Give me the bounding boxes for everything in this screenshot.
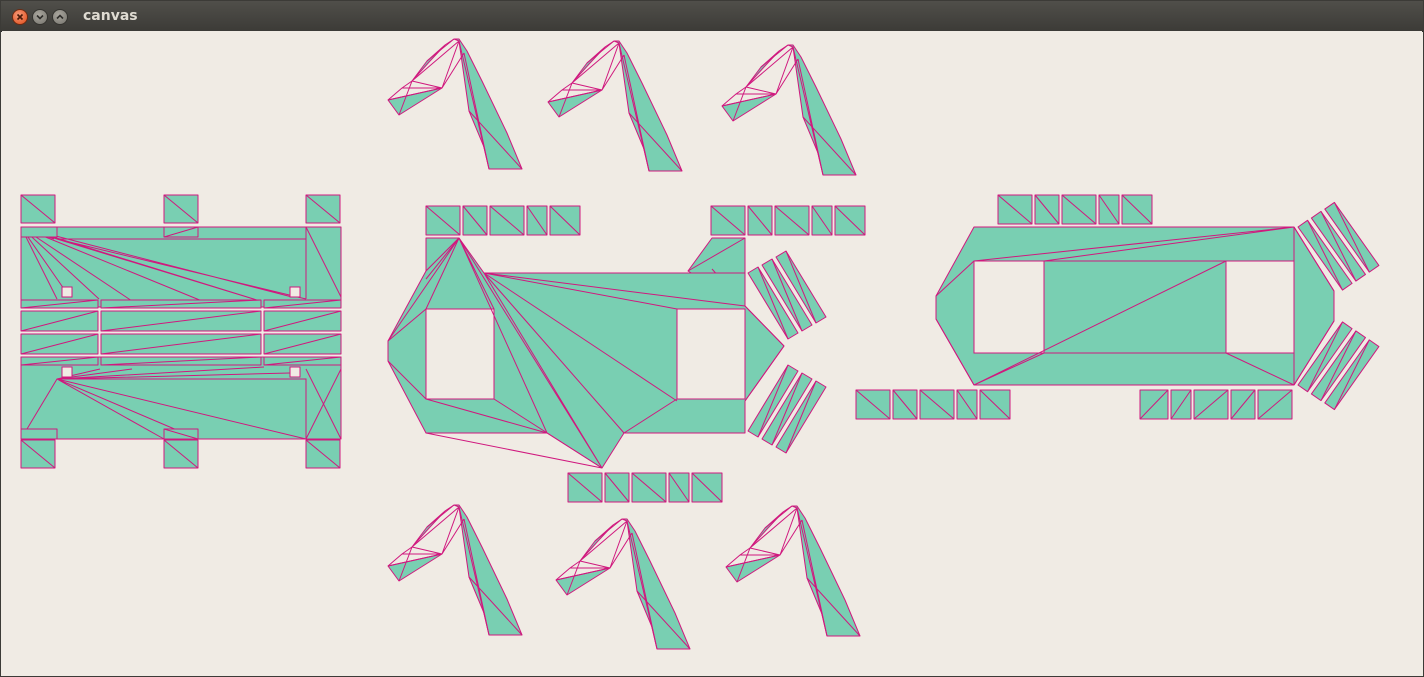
- close-icon: [16, 13, 24, 21]
- tab-strip-right-bottom-right: [1139, 389, 1293, 420]
- leg-piece-bottom-2: [555, 518, 691, 650]
- close-button[interactable]: [12, 9, 28, 25]
- minimize-button[interactable]: [32, 9, 48, 25]
- corner-tab-top-mid: [163, 194, 199, 224]
- maximize-icon: [56, 14, 64, 20]
- right-body-net: [855, 194, 1381, 420]
- tab-strip-right-top: [997, 194, 1153, 225]
- corner-tab-bottom-left: [20, 439, 56, 469]
- leg-piece-top-2: [547, 40, 683, 172]
- maximize-button[interactable]: [52, 9, 68, 25]
- tab-strip-top-left: [425, 205, 581, 236]
- leg-piece-top-3: [721, 44, 857, 176]
- drawing-canvas[interactable]: [2, 31, 1422, 675]
- window-title: canvas: [83, 8, 138, 24]
- title-bar[interactable]: canvas: [1, 1, 1423, 32]
- tab-strip-right-bottom-left: [855, 389, 1011, 420]
- minimize-icon: [36, 14, 44, 20]
- corner-tab-bottom-mid: [163, 439, 199, 469]
- corner-tab-top-right: [305, 194, 341, 224]
- leg-piece-bottom-1: [387, 504, 523, 636]
- tab-strip-bottom: [567, 472, 723, 503]
- leg-piece-top-1: [387, 38, 523, 170]
- tab-strip-top-right: [710, 205, 866, 236]
- leg-piece-bottom-3: [725, 505, 861, 637]
- middle-body-net: [387, 205, 866, 503]
- corner-tab-top-left: [20, 194, 56, 224]
- corner-tab-bottom-right: [305, 439, 341, 469]
- left-box-net: [20, 194, 342, 469]
